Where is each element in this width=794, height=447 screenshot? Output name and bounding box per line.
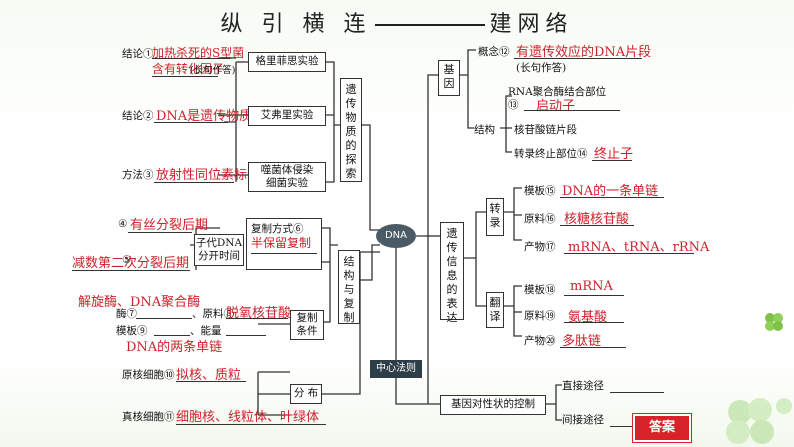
underline	[176, 381, 246, 382]
underline	[610, 392, 664, 393]
conclusion-2-label: 结论②	[122, 110, 154, 122]
eukaryote-label: 真核细胞⑪	[122, 411, 175, 423]
tl-template-label: 模板⑱	[524, 284, 556, 296]
daughter-dna-separation-box: 子代DNA 分开时间	[194, 234, 244, 266]
underline	[592, 160, 632, 161]
translation-box: 翻 译	[486, 292, 504, 328]
distribution-box: 分 布	[290, 384, 322, 404]
label-5: ⑤	[122, 254, 132, 266]
method-3-label: 方法③	[122, 169, 154, 181]
structure-label: 结构	[474, 124, 495, 136]
note-long-answer-1: (长句作答)	[190, 65, 236, 76]
title-right: 建网络	[489, 12, 574, 37]
title-left: 纵 引 横 连	[220, 12, 372, 37]
title-dash	[375, 24, 486, 26]
underline	[226, 318, 288, 319]
genetic-material-exploration-box: 遗 传 物 质 的 探 索	[340, 78, 362, 182]
underline	[128, 232, 192, 233]
replication-mode-answer: 半保留复制	[251, 236, 312, 250]
answer-9: DNA的两条单链	[126, 340, 223, 355]
answer-16: 核糖核苷酸	[564, 212, 630, 227]
gene-expression-box: 遗 传 信 息 的 表 达	[440, 222, 464, 324]
gene-box: 基 因	[438, 60, 460, 96]
replication-conditions-box: 复制 条件	[290, 310, 324, 340]
central-dogma-box: 中心法则	[370, 360, 422, 378]
underline	[564, 253, 694, 254]
tx-template-label: 模板⑮	[524, 185, 556, 197]
answer-18: mRNA	[570, 279, 613, 294]
underline	[226, 335, 266, 336]
answer-7-enzyme: 解旋酶、DNA聚合酶	[78, 295, 201, 310]
answer-11: 细胞核、线粒体、叶绿体	[176, 410, 320, 425]
answer-1a: 加热杀死的S型菌	[152, 46, 245, 60]
underline	[154, 182, 234, 183]
nucleotide-chain-label: 核苷酸链片段	[514, 124, 577, 136]
promoter-13-label: ⑬	[508, 99, 519, 111]
answer-4: 有丝分裂后期	[130, 218, 209, 233]
underline	[152, 76, 218, 77]
tx-product-label: 产物⑰	[524, 241, 556, 253]
answer-1b: 含有转化因子	[152, 62, 225, 76]
tx-raw-label: 原料⑯	[524, 213, 556, 225]
answer-19: 氨基酸	[568, 310, 608, 325]
avery-experiment-box: 艾弗里实验	[248, 106, 326, 126]
underline	[524, 110, 620, 111]
underline	[72, 270, 190, 271]
replication-mode-label: 复制方式⑥	[251, 223, 304, 235]
underline	[154, 335, 190, 336]
underline	[136, 318, 192, 319]
tl-product-label: 产物⑳	[524, 335, 556, 347]
conclusion-1-label: 结论①	[122, 48, 154, 60]
phage-experiment-box: 噬菌体侵染 细菌实验	[248, 162, 326, 192]
answer-8: 脱氧核苷酸	[226, 306, 292, 321]
concept-12-label: 概念⑫	[478, 46, 510, 58]
answer-17: mRNA、tRNA、rRNA	[568, 240, 710, 255]
enzyme-7-label: 酶⑦	[116, 308, 137, 320]
leaf-icon	[765, 313, 783, 331]
underline	[176, 424, 326, 425]
direct-pathway: 直接途径	[562, 380, 604, 392]
gene-trait-control-box: 基因对性状的控制	[440, 395, 546, 415]
answer-10: 拟核、质粒	[176, 368, 242, 383]
prokaryote-label: 原核细胞⑩	[122, 369, 175, 381]
label-4: ④	[118, 218, 128, 230]
underline	[560, 347, 626, 348]
underline	[251, 253, 317, 254]
answer-15: DNA的一条单链	[562, 184, 659, 199]
answer-12: 有遗传效应的DNA片段	[516, 45, 652, 60]
answer-2: DNA是遗传物质	[156, 109, 253, 124]
answer-button[interactable]: 答案	[633, 414, 691, 442]
replication-mode-box: 复制方式⑥ 半保留复制	[246, 218, 322, 270]
underline	[560, 225, 634, 226]
underline	[154, 122, 228, 123]
rna-polymerase-site-label: RNA聚合酶结合部位	[508, 86, 607, 98]
dna-node: DNA	[376, 224, 416, 248]
structure-and-replication-box: 结 构 与 复 制	[338, 250, 360, 324]
answer-3: 放射性同位素标记	[156, 168, 261, 183]
underline	[560, 197, 664, 198]
template-9-label: 模板⑨	[116, 325, 148, 337]
indirect-pathway: 间接途径	[562, 414, 604, 426]
tl-raw-label: 原料⑲	[524, 310, 556, 322]
underline	[564, 295, 624, 296]
answer-5: 减数第二次分裂后期	[72, 256, 190, 271]
energy-label: 、能量	[190, 325, 222, 337]
answer-13: 启动子	[536, 99, 576, 114]
griffith-experiment-box: 格里菲思实验	[248, 52, 326, 72]
transcription-box: 转 录	[486, 198, 504, 236]
underline	[514, 58, 642, 59]
note-long-answer-12: (长句作答)	[516, 62, 567, 74]
answer-20: 多肽链	[562, 334, 602, 349]
underline	[152, 58, 230, 59]
clover-decoration-icon	[726, 398, 792, 444]
underline	[564, 322, 624, 323]
page-title: 纵 引 横 连 建网络	[0, 6, 794, 38]
terminator-14-label: 转录终止部位⑭	[514, 148, 588, 160]
answer-14: 终止子	[594, 147, 634, 162]
raw-8-label: 、原料⑧	[192, 308, 234, 320]
